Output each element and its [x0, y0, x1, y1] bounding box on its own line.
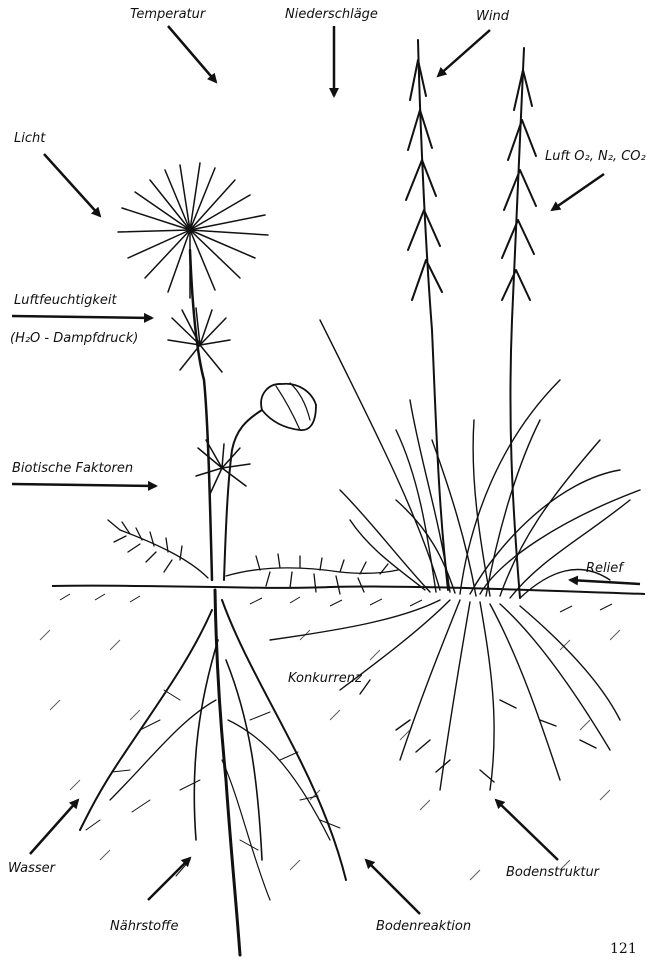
pulsatilla-roots [80, 590, 346, 955]
arrow-temperatur [168, 26, 216, 82]
page-number: 121 [610, 942, 637, 956]
label-luft: Luft O₂, N₂, CO₂ [545, 150, 646, 163]
label-niederschlaege: Niederschläge [285, 8, 378, 21]
label-wind: Wind [476, 10, 509, 23]
arrow-biotische-faktoren [12, 484, 156, 486]
grass-roots [270, 600, 620, 790]
label-dampfdruck: (H₂O - Dampfdruck) [10, 332, 138, 345]
arrow-luftfeuchtigkeit [12, 316, 152, 318]
pulsatilla-plant [108, 163, 398, 594]
label-naehrstoffe: Nährstoffe [110, 920, 178, 933]
label-bodenstruktur: Bodenstruktur [506, 866, 599, 879]
arrow-wasser [30, 800, 78, 854]
arrow-naehrstoffe [148, 858, 190, 900]
arrow-relief [570, 580, 640, 584]
label-temperatur: Temperatur [130, 8, 205, 21]
arrow-luft [552, 174, 604, 210]
label-biotische-faktoren: Biotische Faktoren [12, 462, 133, 475]
label-licht: Licht [14, 132, 45, 145]
label-konkurrenz: Konkurrenz [288, 672, 362, 685]
ground [52, 586, 645, 612]
arrow-bodenstruktur [496, 800, 558, 860]
label-bodenreaktion: Bodenreaktion [376, 920, 471, 933]
label-luftfeuchtigkeit: Luftfeuchtigkeit [14, 294, 117, 307]
grass-plant [320, 40, 640, 598]
arrow-wind [438, 30, 490, 76]
soil-hatching [40, 630, 620, 880]
arrow-bodenreaktion [366, 860, 420, 914]
arrow-licht [44, 154, 100, 216]
label-relief: Relief [586, 562, 623, 575]
label-wasser: Wasser [8, 862, 55, 875]
